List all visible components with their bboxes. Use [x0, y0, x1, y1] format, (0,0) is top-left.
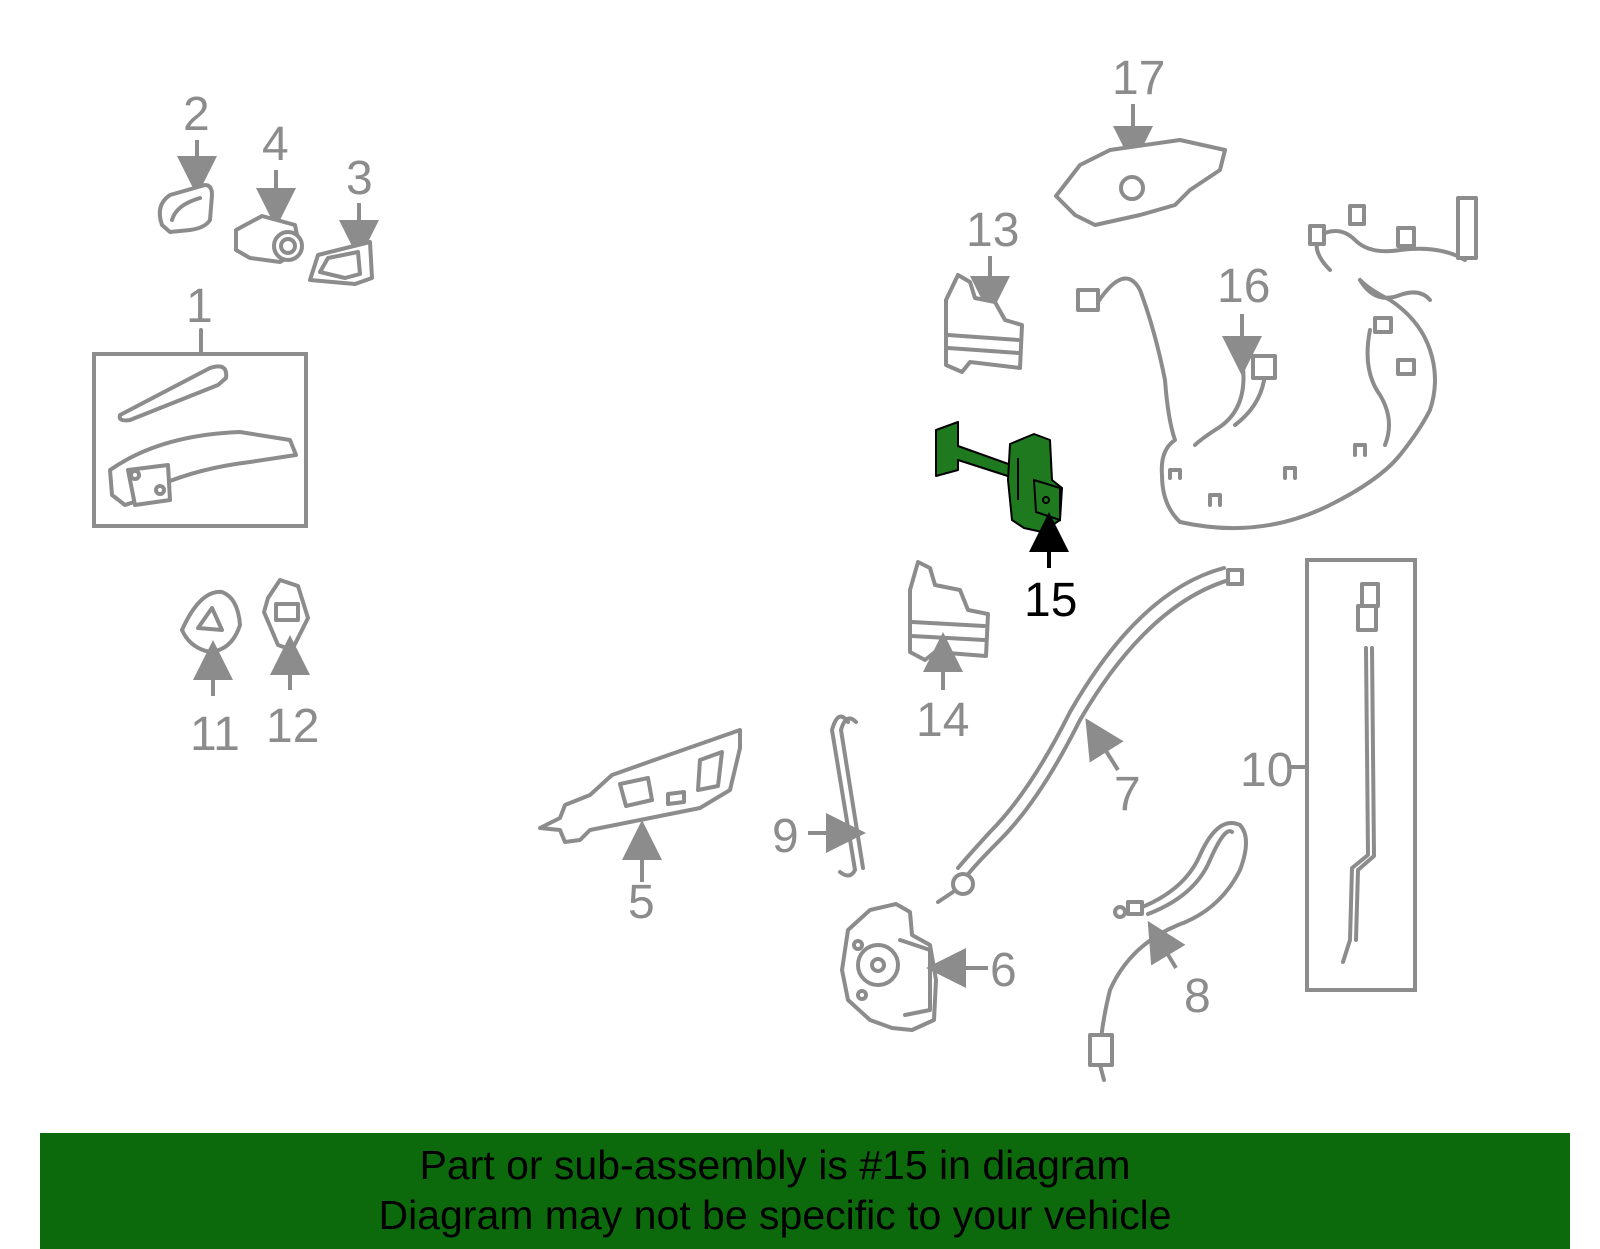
part-12-gasket: 12	[262, 578, 319, 753]
callout-10: 10	[1240, 744, 1293, 797]
part-11-gasket: 11	[180, 589, 242, 761]
part-8-cable: 8	[1088, 821, 1248, 1082]
callout-16: 16	[1217, 260, 1270, 313]
callout-7: 7	[1114, 768, 1141, 821]
callout-8: 8	[1184, 970, 1211, 1023]
part-10-box	[1305, 558, 1417, 992]
part-17-cover: 17	[1054, 52, 1227, 227]
callout-11: 11	[190, 708, 240, 761]
callout-14: 14	[916, 694, 969, 747]
callout-15: 15	[1024, 574, 1077, 627]
part-5-inside-handle: 5	[538, 728, 742, 929]
callout-17: 17	[1112, 52, 1165, 105]
callout-12: 12	[266, 700, 319, 753]
part-7-cable: 7	[936, 566, 1244, 904]
banner-line-2: Diagram may not be specific to your vehi…	[378, 1192, 1172, 1238]
part-16-wiring-harness: 16	[1076, 196, 1478, 531]
callout-9: 9	[772, 810, 799, 863]
banner-line-1: Part or sub-assembly is #15 in diagram	[419, 1142, 1131, 1188]
callout-5: 5	[628, 876, 655, 929]
part-6-latch: 6	[840, 902, 1017, 1032]
part-1-box	[92, 352, 308, 528]
part-15-door-check: 15	[935, 421, 1077, 627]
callout-1: 1	[186, 280, 213, 333]
part-4-lock-cylinder: 4	[234, 118, 304, 264]
part-10-rod: 10	[1240, 558, 1417, 992]
part-9-rod: 9	[772, 714, 866, 878]
part-3-gasket: 3	[308, 152, 379, 286]
part-2-cap: 2	[157, 88, 217, 234]
callout-3: 3	[346, 152, 373, 205]
callout-6: 6	[990, 944, 1017, 997]
part-13-hinge: 13	[944, 204, 1024, 374]
highlight-banner: Part or sub-assembly is #15 in diagram D…	[40, 1133, 1570, 1249]
part-1-outside-handle: 1	[92, 280, 308, 528]
callout-13: 13	[966, 204, 1019, 257]
part-14-hinge: 14	[908, 560, 990, 747]
callout-4: 4	[262, 118, 289, 171]
callout-2: 2	[183, 88, 210, 141]
